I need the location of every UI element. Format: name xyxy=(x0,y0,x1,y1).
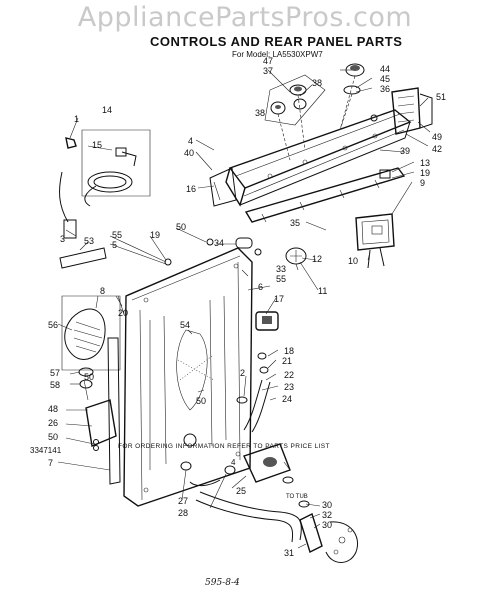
callout-50: 50 xyxy=(176,222,186,232)
callout-23: 23 xyxy=(284,382,294,392)
to-tub-label: TO TUB xyxy=(286,494,308,500)
callout-6: 6 xyxy=(258,282,263,292)
part-callouts: 47 37 38 38 44 45 36 51 49 42 14 1 15 4 … xyxy=(48,56,446,558)
callout-54: 54 xyxy=(180,320,190,330)
tub-outlet xyxy=(299,513,358,563)
callout-42: 42 xyxy=(432,144,442,154)
hose-22b xyxy=(251,381,271,433)
callout-33: 33 xyxy=(276,264,286,274)
callout-53: 53 xyxy=(84,236,94,246)
callout-49: 49 xyxy=(432,132,442,142)
callout-50-d: 50 xyxy=(196,396,206,406)
callout-8: 8 xyxy=(100,286,105,296)
callout-57: 57 xyxy=(50,368,60,378)
callout-11: 11 xyxy=(318,286,327,296)
callout-26: 26 xyxy=(48,418,58,428)
callout-19: 19 xyxy=(420,168,430,178)
ordering-note: FOR ORDERING INFORMATION REFER TO PARTS … xyxy=(118,443,330,450)
callout-4: 4 xyxy=(188,136,193,146)
callout-55: 55 xyxy=(112,230,122,240)
callout-24: 24 xyxy=(282,394,292,404)
callout-25: 25 xyxy=(236,486,246,496)
callout-19-b: 19 xyxy=(150,230,160,240)
drain-hose xyxy=(61,295,121,371)
callout-22: 22 xyxy=(284,370,294,380)
callout-28: 28 xyxy=(178,508,188,518)
strap-7 xyxy=(107,337,121,485)
callout-32: 32 xyxy=(322,510,332,520)
handwritten-note: 595-8-4 xyxy=(205,578,240,588)
callout-18: 18 xyxy=(284,346,294,356)
rear-panel xyxy=(123,247,253,507)
callout-37: 37 xyxy=(263,66,273,76)
hose-28b xyxy=(195,499,294,543)
leader-lines xyxy=(57,69,431,549)
control-console xyxy=(209,109,412,207)
knob-assemblies xyxy=(264,63,365,161)
callout-31: 31 xyxy=(284,548,294,558)
pressure-switch xyxy=(355,213,395,269)
callout-55-b: 55 xyxy=(276,274,286,284)
callout-40: 40 xyxy=(184,148,194,158)
callout-35: 35 xyxy=(290,218,300,228)
callout-2: 2 xyxy=(240,368,245,378)
callout-39: 39 xyxy=(400,146,410,156)
callout-14: 14 xyxy=(102,105,112,115)
callout-17: 17 xyxy=(274,294,284,304)
document-number: 3347141 xyxy=(30,446,62,455)
callout-12: 12 xyxy=(312,254,322,264)
callout-10: 10 xyxy=(348,256,358,266)
page-title: CONTROLS AND REAR PANEL PARTS xyxy=(150,34,403,49)
callout-5: 5 xyxy=(112,240,117,250)
callout-30: 30 xyxy=(322,500,332,510)
callout-47: 47 xyxy=(263,56,273,66)
callout-20: 20 xyxy=(118,308,128,318)
model-label: For Model: LA5530XPW7 xyxy=(232,50,323,59)
callout-3: 3 xyxy=(60,234,65,244)
callout-50-b: 50 xyxy=(84,372,94,382)
callout-30-b: 30 xyxy=(322,520,332,530)
callout-9: 9 xyxy=(420,178,425,188)
callout-1: 1 xyxy=(74,114,79,124)
mixing-valve xyxy=(255,311,279,331)
callout-34: 34 xyxy=(214,238,224,248)
callout-48: 48 xyxy=(48,404,58,414)
callout-15: 15 xyxy=(92,140,102,150)
rear-bracket xyxy=(244,167,406,223)
callout-50-c: 50 xyxy=(48,432,58,442)
callout-38: 38 xyxy=(312,78,322,88)
hose-22 xyxy=(243,379,263,431)
callout-56: 56 xyxy=(48,320,58,330)
callout-44: 44 xyxy=(380,64,390,74)
callout-38-b: 38 xyxy=(255,108,265,118)
callout-58: 58 xyxy=(50,380,60,390)
callout-45: 45 xyxy=(380,74,390,84)
callout-21: 21 xyxy=(282,356,292,366)
page-number: 4 xyxy=(231,458,236,467)
callout-7: 7 xyxy=(48,458,53,468)
power-cord-group xyxy=(59,129,151,239)
bracket-26 xyxy=(85,399,117,447)
watermark: AppliancePartsPros.com xyxy=(77,2,413,33)
bracket-53 xyxy=(59,247,107,269)
callout-27: 27 xyxy=(178,496,188,506)
callout-51: 51 xyxy=(436,92,446,102)
timer-assembly xyxy=(370,87,433,135)
callout-13: 13 xyxy=(420,158,430,168)
callout-36: 36 xyxy=(380,84,390,94)
callout-16: 16 xyxy=(186,184,196,194)
